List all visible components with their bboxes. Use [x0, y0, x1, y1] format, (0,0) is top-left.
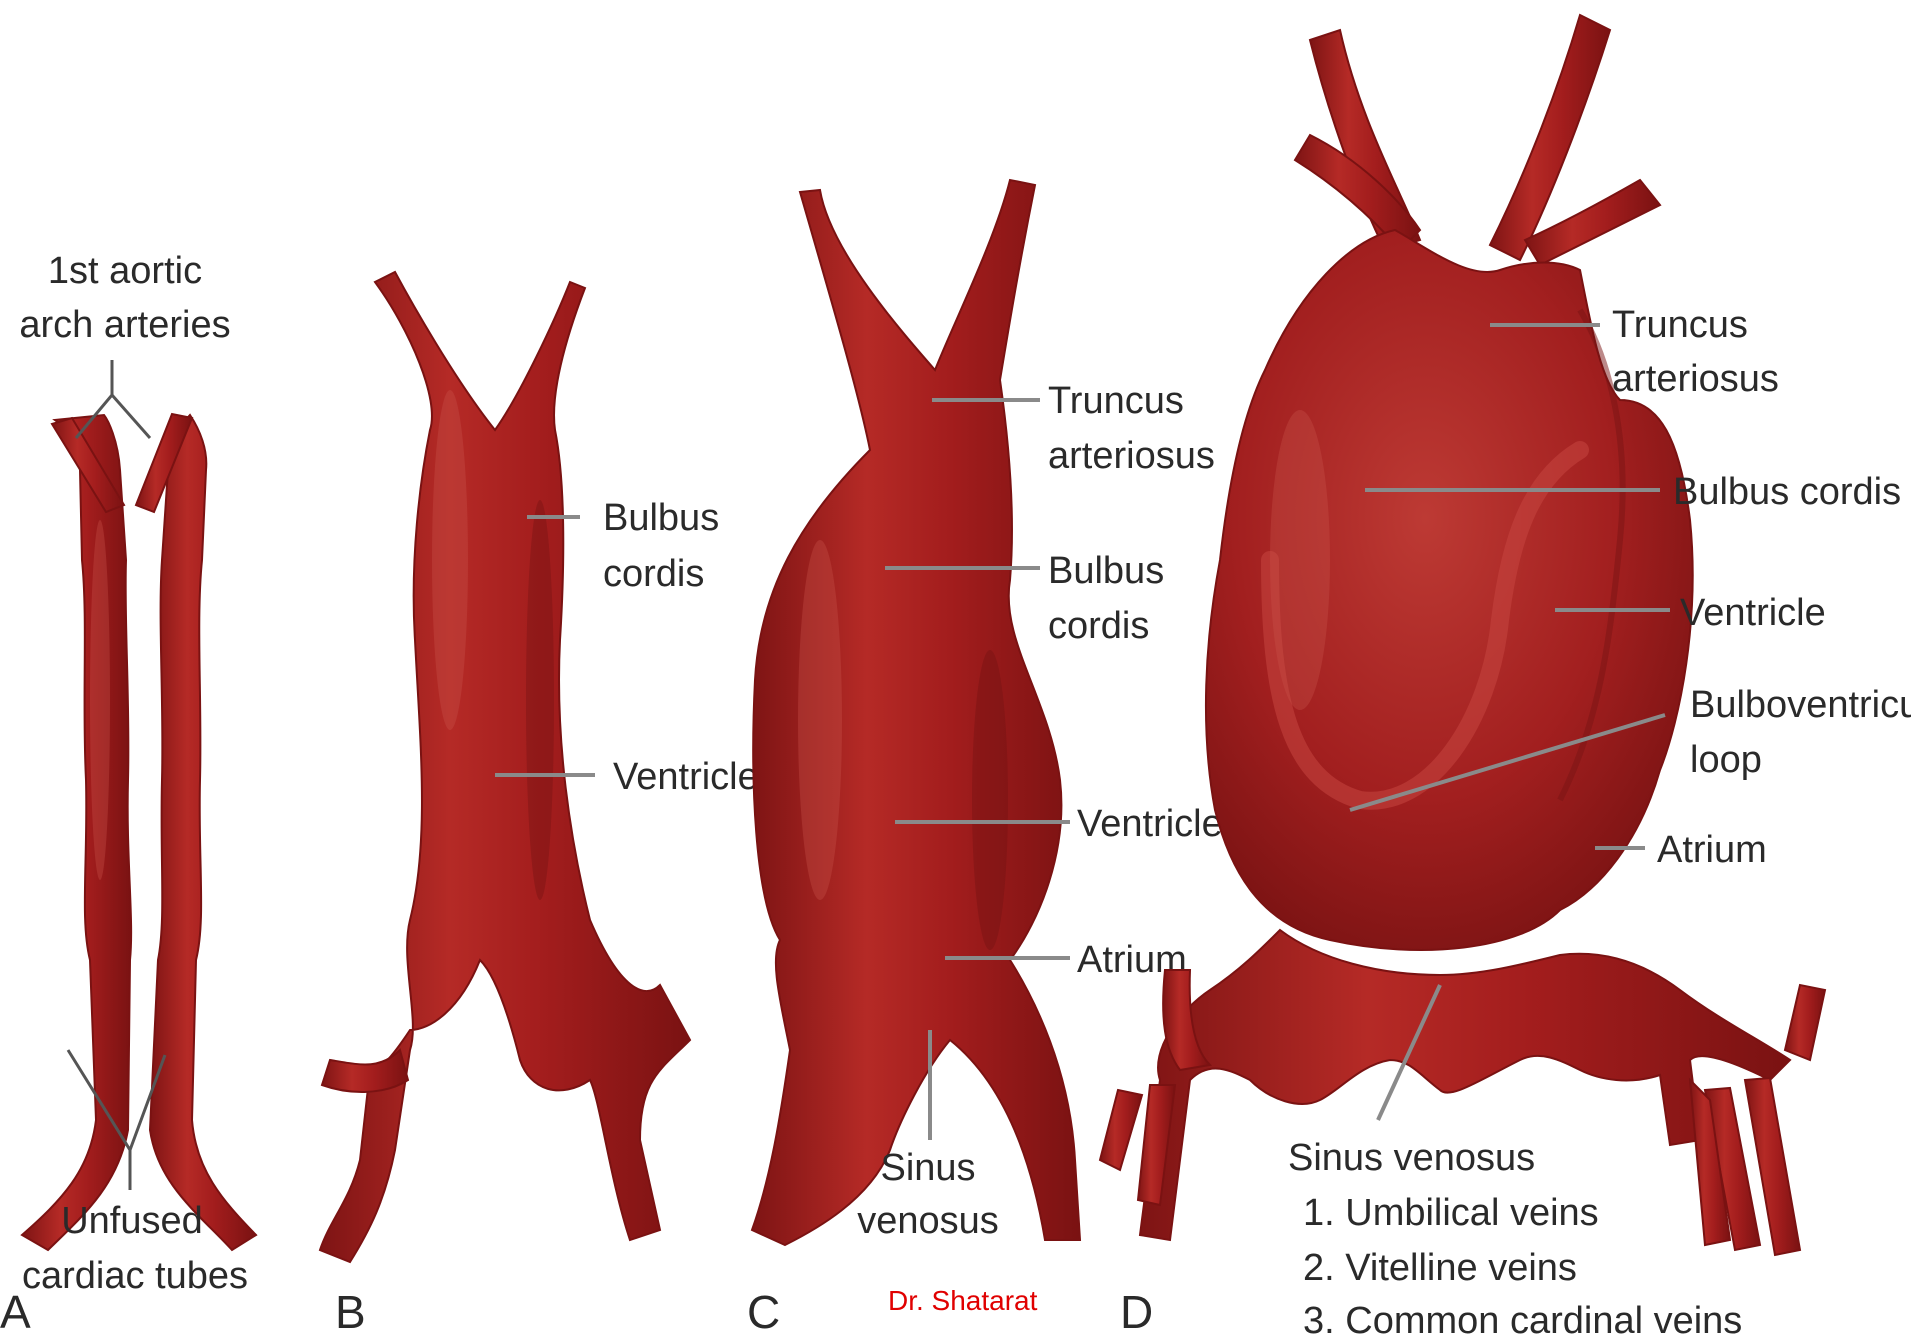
label-d-sinus: Sinus venosus [1288, 1137, 1535, 1179]
label-d-bulbus: Bulbus cordis [1673, 471, 1901, 513]
panel-letter-b: B [335, 1286, 366, 1338]
label-d-atrium: Atrium [1657, 829, 1767, 871]
label-c-bulbus-line2: cordis [1048, 605, 1149, 647]
label-unfused-line2: cardiac tubes [22, 1255, 248, 1297]
label-unfused-line1: Unfused [61, 1200, 203, 1242]
label-d-loop-line1: Bulboventricular [1690, 684, 1911, 726]
label-d-truncus-line2: arteriosus [1612, 358, 1779, 400]
label-aortic-arch-line2: arch arteries [19, 304, 230, 346]
label-c-sinus-line2: venosus [857, 1200, 999, 1242]
panel-letter-c: C [747, 1286, 780, 1338]
label-c-bulbus-line1: Bulbus [1048, 550, 1164, 592]
label-d-vein-3: 3. Common cardinal veins [1303, 1300, 1742, 1340]
label-c-truncus-line2: arteriosus [1048, 435, 1215, 477]
label-d-vein-2: 2. Vitelline veins [1303, 1247, 1577, 1289]
panel-letter-a: A [0, 1286, 31, 1338]
label-b-ventricle: Ventricle [613, 756, 759, 798]
label-d-ventricle: Ventricle [1680, 592, 1826, 634]
panel-letter-d: D [1120, 1286, 1153, 1338]
label-c-truncus-line1: Truncus [1048, 380, 1184, 422]
label-d-truncus-line1: Truncus [1612, 304, 1748, 346]
label-c-ventricle: Ventricle [1077, 803, 1223, 845]
label-aortic-arch-line1: 1st aortic [48, 250, 202, 292]
label-d-vein-1: 1. Umbilical veins [1303, 1192, 1599, 1234]
label-c-sinus-line1: Sinus [880, 1147, 975, 1189]
panel-d: Truncus arteriosus Bulbus cordis Ventric… [1100, 15, 1911, 1340]
credit-text: Dr. Shatarat [888, 1285, 1038, 1316]
label-b-bulbus-line1: Bulbus [603, 497, 719, 539]
label-d-loop-line2: loop [1690, 739, 1762, 781]
panel-b: Bulbus cordis Ventricle B [320, 272, 759, 1338]
label-b-bulbus-line2: cordis [603, 553, 704, 595]
panel-a: 1st aortic arch arteries Unfused cardiac… [0, 250, 256, 1338]
